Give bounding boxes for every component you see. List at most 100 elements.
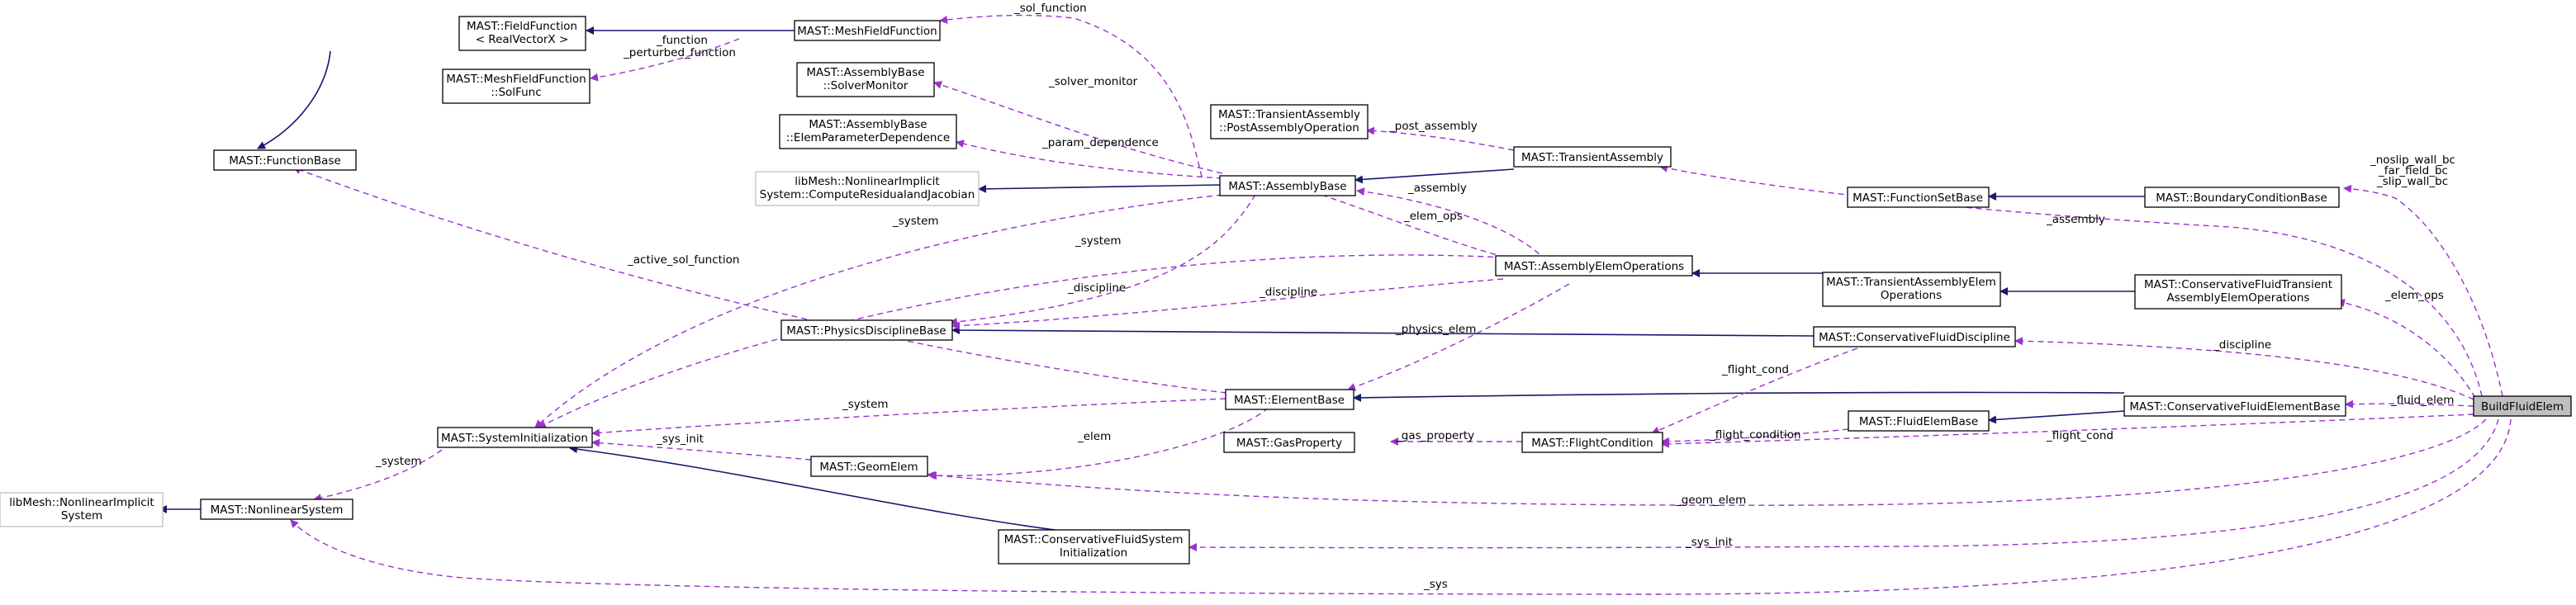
edge-build-to-cfldiscipline <box>2014 337 2474 400</box>
edge-assemblybase-to-elemops <box>1321 194 1527 265</box>
node-transient-post-assembly[interactable]: MAST::TransientAssembly::PostAssemblyOpe… <box>1210 104 1369 139</box>
edge-build-to-flightcondition <box>1661 414 2474 448</box>
edge-build-to-nonlinearsystem <box>290 418 2512 595</box>
svg-text:MAST::PhysicsDisciplineBase: MAST::PhysicsDisciplineBase <box>786 324 946 338</box>
svg-text:MAST::ConservativeFluidTransie: MAST::ConservativeFluidTransientAssembly… <box>2144 278 2332 305</box>
edge-build-to-bcbase <box>2343 184 2503 397</box>
node-assembly-solver-monitor[interactable]: MAST::AssemblyBase::SolverMonitor <box>796 62 935 97</box>
svg-text:MAST::FunctionBase: MAST::FunctionBase <box>229 154 341 168</box>
svg-text:MAST::TransientAssembly: MAST::TransientAssembly <box>1521 151 1663 164</box>
svg-text:MAST::MeshFieldFunction::SolFu: MAST::MeshFieldFunction::SolFunc <box>446 73 586 99</box>
label-sol-function: _sol_function <box>1013 2 1087 15</box>
node-mesh-field-function[interactable]: MAST::MeshFieldFunction <box>794 20 941 41</box>
node-function-set-base[interactable]: MAST::FunctionSetBase <box>1847 187 1990 208</box>
node-boundary-condition-base[interactable]: MAST::BoundaryConditionBase <box>2144 187 2340 208</box>
svg-text:MAST::BoundaryConditionBase: MAST::BoundaryConditionBase <box>2156 191 2327 205</box>
node-flight-condition[interactable]: MAST::FlightCondition <box>1521 432 1663 453</box>
label-flight-cond-discipline: _flight_cond <box>1721 363 1789 376</box>
label-system-element: _system <box>842 398 889 411</box>
edge-assemblybase-to-discipline <box>949 194 1256 326</box>
label-elem: _elem <box>1077 430 1111 443</box>
edge-elemops-to-elementbase <box>1347 283 1570 391</box>
edge-assemblybase-to-systeminit <box>534 194 1223 428</box>
node-assembly-elem-param-dep[interactable]: MAST::AssemblyBase::ElemParameterDepende… <box>779 114 957 149</box>
label-system-nonlinear: _system <box>375 455 422 468</box>
svg-text:MAST::FunctionSetBase: MAST::FunctionSetBase <box>1853 191 1983 205</box>
svg-text:MAST::MeshFieldFunction: MAST::MeshFieldFunction <box>797 25 937 38</box>
node-fluid-elem-base[interactable]: MAST::FluidElemBase <box>1848 410 1990 432</box>
label-assembly-elemops: _assembly <box>1407 182 1467 195</box>
label-function-perturbed: _function_perturbed_function <box>623 34 736 59</box>
edge-elemops-to-assemblybase <box>1356 187 1547 262</box>
node-transient-assembly[interactable]: MAST::TransientAssembly <box>1513 146 1672 168</box>
node-field-function[interactable]: MAST::FieldFunction< RealVectorX > <box>458 16 586 51</box>
edge-transientassembly-to-postassembly <box>1366 126 1515 151</box>
edge-fluidelembase-to-flightcondition <box>1661 428 1849 446</box>
svg-text:MAST::GeomElem: MAST::GeomElem <box>819 461 918 474</box>
label-flight-condition: _flight_condition <box>1709 428 1801 442</box>
node-function-base[interactable]: MAST::FunctionBase <box>213 149 357 171</box>
edge-transientassembly-to-assemblybase <box>1354 168 1515 184</box>
edge-elemops-to-systeminit <box>538 254 1504 428</box>
edge-assemblybase-to-solvermonitor <box>933 81 1223 174</box>
node-physics-discipline-base[interactable]: MAST::PhysicsDisciplineBase <box>780 319 953 341</box>
edge-assemblybase-to-libmesh-compute <box>978 184 1221 193</box>
edge-cflsysinit-to-systeminit <box>569 445 1075 533</box>
label-elem-ops: _elem_ops <box>1403 210 1463 223</box>
edge-elementbase-to-systeminit <box>591 398 1226 437</box>
label-assembly-build: _assembly <box>2046 213 2105 226</box>
edge-build-to-cflelementbase <box>2345 399 2474 409</box>
label-discipline-build: _discipline <box>2213 338 2271 352</box>
edge-cflelementbase-to-elementbase <box>1353 391 2125 402</box>
edge-cflelementbase-to-fluidelembase <box>1988 410 2125 424</box>
svg-text:MAST::ConservativeFluidDiscipl: MAST::ConservativeFluidDiscipline <box>1819 331 2010 344</box>
svg-text:MAST::GasProperty: MAST::GasProperty <box>1236 437 1342 450</box>
edge-elementbase-to-functionbase <box>292 166 1227 394</box>
node-nonlinear-system[interactable]: MAST::NonlinearSystem <box>200 499 353 520</box>
node-element-base[interactable]: MAST::ElementBase <box>1225 389 1354 410</box>
svg-text:MAST::FieldFunction< RealVecto: MAST::FieldFunction< RealVectorX > <box>467 20 577 46</box>
label-post-assembly: _post_assembly <box>1388 120 1478 133</box>
node-conservative-fluid-element-base[interactable]: MAST::ConservativeFluidElementBase <box>2123 395 2346 417</box>
label-fluid-elem: _fluid_elem <box>2390 394 2454 407</box>
svg-text:MAST::AssemblyBase: MAST::AssemblyBase <box>1228 180 1346 193</box>
node-build-fluid-elem[interactable]: BuildFluidElem <box>2473 395 2572 417</box>
node-system-initialization[interactable]: MAST::SystemInitialization <box>437 427 593 448</box>
node-conservative-fluid-discipline[interactable]: MAST::ConservativeFluidDiscipline <box>1813 326 2016 347</box>
svg-text:MAST::ElementBase: MAST::ElementBase <box>1234 394 1345 407</box>
svg-text:BuildFluidElem: BuildFluidElem <box>2481 400 2564 414</box>
edge-mff-to-solfunc <box>590 38 740 82</box>
edge-elementbase-to-geomelem <box>928 407 1269 480</box>
label-gas-property: _gas_property <box>1395 429 1474 442</box>
edge-cfldiscipline-to-physicsdiscipline <box>951 326 1815 337</box>
label-sys: _sys <box>1423 578 1448 591</box>
label-geom-elem: _geom_elem <box>1675 494 1746 507</box>
edge-elemops-to-discipline <box>951 278 1504 330</box>
label-sys-init-build: _sys_init <box>1685 536 1733 549</box>
label-system-assembly: _system <box>892 215 939 228</box>
edge-build-to-transientassembly <box>1659 163 2483 397</box>
node-gas-property[interactable]: MAST::GasProperty <box>1223 432 1355 453</box>
svg-text:MAST::ConservativeFluidElement: MAST::ConservativeFluidElementBase <box>2129 400 2340 414</box>
edge-nonlinearsystem-to-systeminit <box>313 449 443 503</box>
node-geom-elem[interactable]: MAST::GeomElem <box>810 456 928 477</box>
label-param-dependence: _param_dependence <box>1041 136 1159 149</box>
svg-text:MAST::AssemblyBase::SolverMoni: MAST::AssemblyBase::SolverMonitor <box>806 66 924 92</box>
node-assembly-base[interactable]: MAST::AssemblyBase <box>1219 175 1356 196</box>
node-mesh-field-function-solfunc[interactable]: MAST::MeshFieldFunction::SolFunc <box>442 69 591 104</box>
label-sys-init: _sys_init <box>656 432 704 446</box>
node-assembly-elem-operations[interactable]: MAST::AssemblyElemOperations <box>1495 255 1693 277</box>
label-physics-elem: _physics_elem <box>1395 323 1476 336</box>
label-discipline-elemops: _discipline <box>1259 286 1317 299</box>
